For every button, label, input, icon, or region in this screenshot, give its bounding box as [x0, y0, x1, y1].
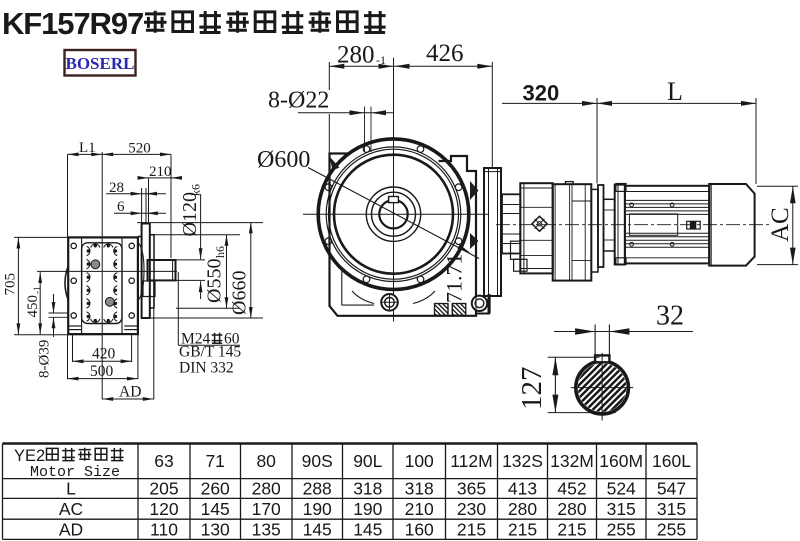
- svg-text:205: 205: [149, 479, 178, 499]
- svg-text:Ø660: Ø660: [229, 271, 251, 315]
- svg-text:120: 120: [149, 499, 178, 519]
- svg-text:315: 315: [657, 499, 686, 519]
- svg-text:280: 280: [557, 499, 586, 519]
- svg-text:AC: AC: [59, 499, 83, 519]
- svg-text:210: 210: [149, 164, 172, 180]
- svg-text:AC: AC: [767, 207, 794, 242]
- svg-text:60: 60: [224, 331, 240, 348]
- svg-text:M24: M24: [181, 331, 211, 348]
- svg-text:280: 280: [252, 479, 281, 499]
- svg-text:170: 170: [252, 499, 281, 519]
- svg-text:DIN 332: DIN 332: [179, 360, 234, 377]
- svg-text:160M: 160M: [599, 451, 643, 471]
- svg-text:h6: h6: [213, 246, 227, 258]
- svg-text:AD: AD: [59, 520, 83, 540]
- svg-text:288: 288: [303, 479, 332, 499]
- svg-text:Motor Size: Motor Size: [30, 464, 120, 481]
- svg-text:420: 420: [92, 346, 116, 363]
- svg-text:112M: 112M: [450, 451, 492, 471]
- svg-text:135: 135: [252, 520, 281, 540]
- svg-text:132S: 132S: [502, 451, 543, 471]
- svg-text:145: 145: [201, 499, 230, 519]
- svg-text:8-Ø22: 8-Ø22: [268, 88, 329, 114]
- svg-text:132M: 132M: [550, 451, 594, 471]
- svg-text:280: 280: [337, 42, 375, 69]
- svg-text:L: L: [667, 77, 683, 106]
- svg-text:GB/T 145: GB/T 145: [179, 344, 241, 361]
- svg-text:90L: 90L: [353, 451, 382, 471]
- svg-text:160: 160: [405, 520, 434, 540]
- svg-text:365: 365: [457, 479, 486, 499]
- svg-text:8-Ø39: 8-Ø39: [37, 340, 53, 378]
- svg-text:6: 6: [117, 199, 125, 215]
- svg-text:190: 190: [353, 499, 382, 519]
- svg-text:705: 705: [3, 273, 19, 296]
- svg-text:71: 71: [205, 451, 224, 471]
- svg-text:413: 413: [508, 479, 537, 499]
- svg-text:315: 315: [607, 499, 636, 519]
- svg-text:318: 318: [405, 479, 434, 499]
- svg-text:-1: -1: [376, 53, 386, 67]
- svg-text:L1: L1: [79, 140, 96, 156]
- svg-text:452: 452: [557, 479, 586, 499]
- svg-text:520: 520: [128, 140, 151, 156]
- svg-text:500: 500: [90, 363, 114, 380]
- svg-text:BOSERL: BOSERL: [66, 54, 135, 73]
- svg-text:-1: -1: [32, 287, 42, 295]
- svg-text:318: 318: [353, 479, 382, 499]
- svg-text:320: 320: [523, 81, 560, 106]
- svg-text:28: 28: [109, 180, 124, 196]
- svg-text:110: 110: [150, 520, 178, 540]
- svg-text:32: 32: [656, 301, 684, 332]
- svg-text:145: 145: [353, 520, 382, 540]
- svg-text:426: 426: [426, 40, 464, 67]
- svg-text:127: 127: [516, 367, 548, 411]
- svg-text:450: 450: [25, 295, 41, 318]
- svg-text:255: 255: [607, 520, 636, 540]
- svg-text:Ø550: Ø550: [204, 259, 226, 303]
- svg-text:215: 215: [508, 520, 537, 540]
- svg-text:260: 260: [201, 479, 230, 499]
- svg-text:90S: 90S: [302, 451, 333, 471]
- svg-text:524: 524: [607, 479, 636, 499]
- svg-text:63: 63: [154, 451, 173, 471]
- svg-text:160L: 160L: [652, 451, 691, 471]
- svg-text:215: 215: [457, 520, 486, 540]
- svg-text:547: 547: [657, 479, 686, 499]
- svg-text:L: L: [66, 479, 76, 499]
- svg-text:80: 80: [256, 451, 276, 471]
- svg-text:280: 280: [508, 499, 537, 519]
- svg-text:AD: AD: [119, 384, 141, 401]
- svg-text:130: 130: [201, 520, 230, 540]
- svg-text:KF157R97: KF157R97: [2, 6, 143, 41]
- svg-text:Ø120: Ø120: [179, 192, 201, 236]
- svg-text:k6: k6: [189, 184, 203, 196]
- svg-text:YE2: YE2: [14, 447, 45, 465]
- svg-text:71.71: 71.71: [442, 254, 467, 304]
- svg-text:Ø600: Ø600: [257, 147, 310, 173]
- svg-text:210: 210: [405, 499, 434, 519]
- svg-text:255: 255: [657, 520, 686, 540]
- svg-text:145: 145: [303, 520, 332, 540]
- svg-text:230: 230: [457, 499, 486, 519]
- svg-text:215: 215: [557, 520, 586, 540]
- svg-text:190: 190: [303, 499, 332, 519]
- svg-text:100: 100: [405, 451, 434, 471]
